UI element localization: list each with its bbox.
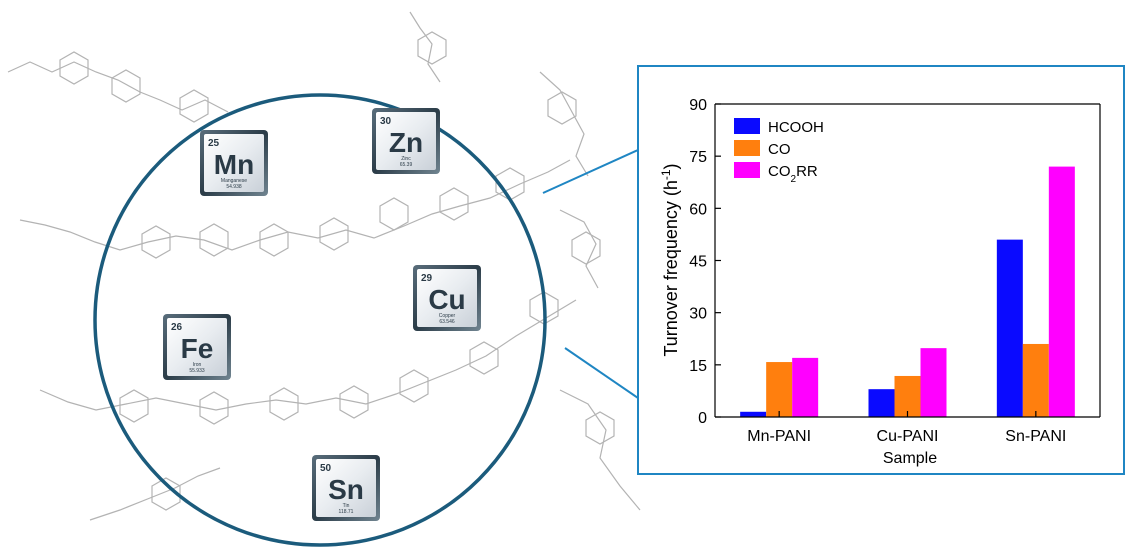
bar-mn-pani-co xyxy=(766,362,793,417)
legend-swatch-co2rr xyxy=(734,162,760,178)
bar-mn-pani-hcooh xyxy=(740,411,767,417)
element-symbol: Sn xyxy=(328,474,364,505)
y-tick-label: 30 xyxy=(689,306,707,323)
ring-11 xyxy=(119,389,149,423)
element-symbol: Fe xyxy=(181,333,214,364)
y-tick-label: 45 xyxy=(689,254,707,271)
ring-21 xyxy=(585,411,615,445)
atomic-number: 50 xyxy=(320,463,332,474)
ring-1 xyxy=(59,51,89,85)
legend: HCOOH CO CO2RR xyxy=(734,118,824,185)
y-tick-label: 60 xyxy=(689,201,707,218)
ring-18 xyxy=(417,31,447,65)
atomic-mass: 54.938 xyxy=(226,184,242,190)
x-tick-label: Sn-PANI xyxy=(1005,428,1066,445)
tile-face xyxy=(316,459,376,517)
element-name: Tin xyxy=(343,503,350,509)
element-symbol: Cu xyxy=(428,284,465,315)
bar-chart: 0 15 30 45 60 75 90 Mn-PANI Cu-PANI Sn-PANI Turn… xyxy=(659,97,1101,467)
tile-face xyxy=(204,134,264,192)
bar-cu-pani-co2rr xyxy=(920,348,947,417)
chain-right-lower xyxy=(559,389,641,511)
atomic-number: 26 xyxy=(171,322,183,333)
tile-face xyxy=(167,318,227,376)
ring-12 xyxy=(199,391,229,425)
x-axis-label: Sample xyxy=(883,450,937,467)
element-name: Copper xyxy=(439,313,456,319)
element-name: Iron xyxy=(193,362,202,368)
ring-14 xyxy=(339,385,369,419)
atomic-number: 30 xyxy=(380,116,392,127)
chain-bottom xyxy=(89,467,221,521)
atomic-mass: 55.933 xyxy=(189,368,205,374)
chain-middle xyxy=(19,159,571,251)
chain-right-upper xyxy=(539,71,589,177)
chain-lower xyxy=(39,299,577,411)
bar-sn-pani-hcooh xyxy=(996,239,1023,417)
y-ticks: 0 15 30 45 60 75 90 xyxy=(689,97,721,427)
element-name: Zinc xyxy=(401,156,411,162)
element-name: Manganese xyxy=(221,178,247,184)
atomic-mass: 65.39 xyxy=(400,162,413,168)
legend-label-co2rr: CO2RR xyxy=(768,163,818,185)
y-axis-label: Turnover frequency (h-1) xyxy=(659,163,681,356)
atomic-number: 25 xyxy=(208,138,220,149)
y-tick-label: 15 xyxy=(689,358,707,375)
ring-13 xyxy=(269,387,299,421)
x-ticks: Mn-PANI Cu-PANI Sn-PANI xyxy=(747,411,1066,445)
atomic-mass: 63.546 xyxy=(439,319,455,325)
ring-5 xyxy=(199,223,229,257)
bar-sn-pani-co xyxy=(1022,343,1049,417)
y-tick-label: 75 xyxy=(689,149,707,166)
legend-swatch-hcooh xyxy=(734,118,760,134)
x-tick-label: Cu-PANI xyxy=(877,428,939,445)
ring-22 xyxy=(151,477,181,511)
chain-right-mid xyxy=(559,209,599,289)
ring-7 xyxy=(319,217,349,251)
ring-20 xyxy=(571,231,601,265)
ring-19 xyxy=(547,91,577,125)
bars-group xyxy=(740,166,1075,417)
ring-15 xyxy=(399,369,429,403)
ring-4 xyxy=(141,225,171,259)
zoom-line-top xyxy=(542,149,639,194)
zoom-line-bottom xyxy=(564,347,639,399)
bar-mn-pani-co2rr xyxy=(792,357,819,417)
y-tick-label: 0 xyxy=(698,410,707,427)
legend-label-hcooh: HCOOH xyxy=(768,119,824,136)
ring-10 xyxy=(495,167,525,201)
polymer-circle xyxy=(93,93,547,547)
atomic-mass: 118.71 xyxy=(339,509,354,515)
ring-8 xyxy=(379,197,409,231)
y-tick-label: 90 xyxy=(689,97,707,114)
element-symbol: Mn xyxy=(214,149,254,180)
atomic-number: 29 xyxy=(421,273,433,284)
polyaniline-chains xyxy=(7,11,641,521)
legend-label-co: CO xyxy=(768,141,791,158)
bar-cu-pani-co xyxy=(894,375,921,417)
tile-face xyxy=(417,269,477,327)
chain-top-center xyxy=(409,11,441,83)
ring-6 xyxy=(259,223,289,257)
tile-face xyxy=(376,112,436,170)
chain-top-left xyxy=(7,61,229,113)
x-tick-label: Mn-PANI xyxy=(747,428,811,445)
ring-9 xyxy=(439,187,469,221)
bar-sn-pani-co2rr xyxy=(1048,166,1075,417)
element-symbol: Zn xyxy=(389,127,423,158)
ring-3 xyxy=(179,89,209,123)
legend-swatch-co xyxy=(734,140,760,156)
bar-cu-pani-hcooh xyxy=(868,389,895,417)
ring-2 xyxy=(111,69,141,103)
ring-16 xyxy=(469,341,499,375)
